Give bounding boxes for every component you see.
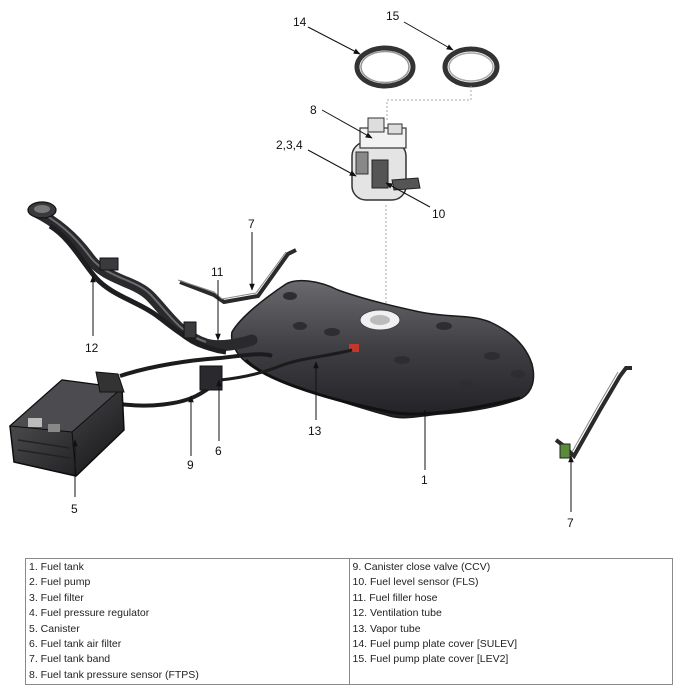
canister [8,371,125,477]
callout-9: 9 [187,458,194,472]
fuel-tank-band-upper [179,248,297,305]
callout-8: 8 [310,103,317,117]
fuel-filler-hose [30,206,258,352]
vapor-tube [219,348,353,382]
fuel-tank-band-upper-edge [177,251,287,300]
canister-line [119,352,273,378]
legend-item: 3. Fuel filter [29,591,84,604]
legend-column-right: 9. Canister close valve (CCV) 10. Fuel l… [350,559,673,684]
legend-item: 8. Fuel tank pressure sensor (FTPS) [29,668,199,681]
callout-5: 5 [71,502,78,516]
callout-14: 14 [293,15,307,29]
callout-10: 10 [432,207,446,221]
legend-item: 10. Fuel level sensor (FLS) [352,576,479,589]
callout-7-upper: 7 [248,217,255,231]
plate-cover-sulev [354,45,416,89]
legend-item: 14. Fuel pump plate cover [SULEV] [352,638,518,651]
callout-13: 13 [308,424,322,438]
bracket [183,321,197,339]
callout-15: 15 [386,9,400,23]
legend-item: 7. Fuel tank band [29,653,111,666]
legend-item: 5. Canister [29,622,80,635]
fuel-pump-module [351,117,421,201]
legend-item: 15. Fuel pump plate cover [LEV2] [352,653,509,666]
legend-item: 11. Fuel filler hose [352,591,438,604]
parts-legend: 1. Fuel tank 2. Fuel pump 3. Fuel filter… [25,558,673,685]
legend-item: 2. Fuel pump [29,576,91,589]
band-clip [559,443,571,459]
bracket [99,257,119,271]
callout-11: 11 [211,265,224,279]
fuel-tank-band-lower [554,366,632,460]
callout-12: 12 [85,341,99,355]
legend-column-left: 1. Fuel tank 2. Fuel pump 3. Fuel filter… [26,559,350,684]
callout-7-lower: 7 [567,516,574,530]
callout-6: 6 [215,444,222,458]
plate-cover-lev2 [442,46,500,88]
legend-item: 6. Fuel tank air filter [29,638,122,651]
legend-item: 9. Canister close valve (CCV) [352,561,491,573]
legend-item: 4. Fuel pressure regulator [29,607,150,620]
fuel-filler-hose-highlight [35,209,207,343]
filler-neck [27,201,57,219]
callout-1: 1 [421,473,428,487]
legend-item: 12. Ventilation tube [352,607,442,620]
callout-2-3-4: 2,3,4 [276,138,303,152]
leaders [72,21,574,512]
legend-item: 1. Fuel tank [29,561,84,573]
fuel-tank [230,279,535,419]
legend-item: 13. Vapor tube [352,622,421,635]
fuel-tank-band-lower-edge [571,371,619,453]
fuel-system-diagram: 14 15 8 2,3,4 10 7 11 12 13 1 6 9 5 7 [8,9,632,530]
guide-line [386,86,472,120]
